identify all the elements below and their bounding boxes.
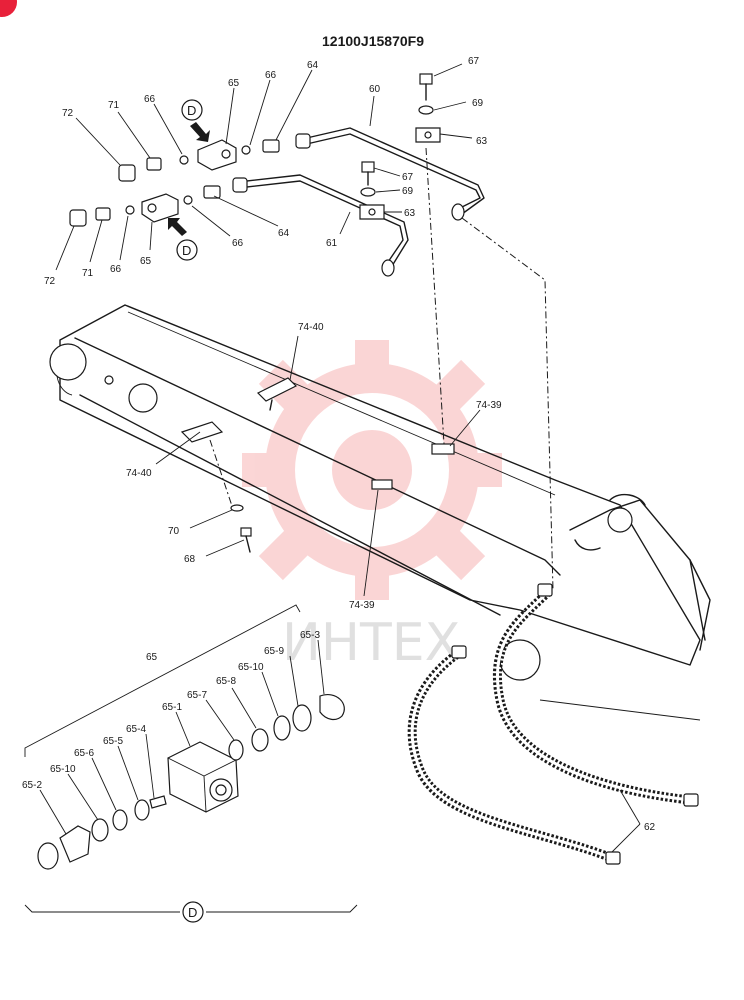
label-66-lower-left: 66 bbox=[110, 264, 122, 275]
label-74-40-upper: 74-40 bbox=[298, 322, 324, 333]
clamp-74-40-upper bbox=[256, 377, 298, 411]
detail-d-assembly: D bbox=[24, 604, 358, 923]
label-65-lower: 65 bbox=[140, 256, 152, 267]
label-63-lower: 63 bbox=[404, 208, 416, 219]
label-67-lower: 67 bbox=[402, 172, 414, 183]
view-d-letter-upper: D bbox=[187, 103, 196, 118]
label-66-upper-left: 66 bbox=[144, 94, 156, 105]
bolt-68 bbox=[240, 527, 252, 553]
arrow-view-d-upper bbox=[190, 122, 210, 142]
label-65-3: 65-3 bbox=[300, 630, 320, 641]
clamp-74-40-lower bbox=[180, 421, 224, 443]
o-ring-66-lower-left bbox=[125, 205, 135, 215]
view-d-letter-detail: D bbox=[188, 905, 197, 920]
label-74-40-lower: 74-40 bbox=[126, 468, 152, 479]
leader-lines bbox=[39, 63, 641, 853]
label-67-upper: 67 bbox=[468, 56, 480, 67]
pipe-61 bbox=[232, 174, 409, 277]
o-ring-66-upper-left bbox=[179, 155, 189, 165]
pipe-60 bbox=[295, 127, 485, 221]
label-68: 68 bbox=[184, 554, 196, 565]
o-ring-66-lower-right bbox=[183, 195, 193, 205]
hose-62 bbox=[407, 583, 699, 865]
label-61: 61 bbox=[326, 238, 338, 249]
adapter-71-upper bbox=[146, 157, 162, 171]
adapter-71-lower bbox=[95, 207, 111, 221]
label-63-upper: 63 bbox=[476, 136, 488, 147]
washer-70 bbox=[230, 504, 244, 512]
label-65-7: 65-7 bbox=[187, 690, 207, 701]
watermark-text: ИНТЕХ bbox=[282, 613, 460, 673]
view-d-marker-lower bbox=[176, 239, 198, 261]
block-65-lower bbox=[141, 193, 179, 223]
label-72-lower: 72 bbox=[44, 276, 56, 287]
label-70: 70 bbox=[168, 526, 180, 537]
label-64-lower: 64 bbox=[278, 228, 290, 239]
guide-lines bbox=[209, 147, 554, 591]
label-74-39-lower: 74-39 bbox=[349, 600, 375, 611]
corner-badge[interactable] bbox=[0, 0, 17, 17]
o-ring-66-upper-right bbox=[241, 145, 251, 155]
label-74-39-upper: 74-39 bbox=[476, 400, 502, 411]
label-71-lower: 71 bbox=[82, 268, 94, 279]
adapter-64-upper bbox=[262, 139, 280, 153]
clamp-74-39-lower bbox=[371, 479, 393, 490]
label-65-1: 65-1 bbox=[162, 702, 182, 713]
washer-69-lower bbox=[360, 187, 376, 197]
nut-72-upper bbox=[118, 164, 136, 182]
label-66-lower-right: 66 bbox=[232, 238, 244, 249]
label-65-6: 65-6 bbox=[74, 748, 94, 759]
label-69-upper: 69 bbox=[472, 98, 484, 109]
adapter-64-lower bbox=[203, 185, 221, 199]
label-65-5: 65-5 bbox=[103, 736, 123, 747]
part-labels: 60 64 66 65 66 71 72 67 69 63 67 69 63 6… bbox=[22, 56, 656, 833]
label-65-4: 65-4 bbox=[126, 724, 146, 735]
nut-72-lower bbox=[69, 209, 87, 227]
arrow-view-d-lower bbox=[168, 218, 187, 236]
label-66-upper-right: 66 bbox=[265, 70, 277, 81]
washer-69-upper bbox=[418, 105, 434, 115]
fitting-row-upper bbox=[118, 139, 280, 182]
label-65-detail: 65 bbox=[146, 652, 158, 663]
label-64-upper: 64 bbox=[307, 60, 319, 71]
watermark-logo bbox=[242, 340, 502, 600]
clamp-74-39-upper bbox=[431, 443, 455, 455]
label-65-8: 65-8 bbox=[216, 676, 236, 687]
bolt-67-upper bbox=[419, 73, 433, 101]
clamp-63-upper bbox=[415, 127, 441, 143]
label-65-10-left: 65-10 bbox=[50, 764, 76, 775]
view-d-marker-upper bbox=[181, 99, 203, 121]
label-65-9: 65-9 bbox=[264, 646, 284, 657]
drawing-number: 12100J15870F9 bbox=[322, 33, 424, 49]
label-65-10-right: 65-10 bbox=[238, 662, 264, 673]
label-60: 60 bbox=[369, 84, 381, 95]
label-71-upper: 71 bbox=[108, 100, 120, 111]
fitting-row-lower bbox=[69, 185, 221, 227]
view-d-letter-lower: D bbox=[182, 243, 191, 258]
label-69-lower: 69 bbox=[402, 186, 414, 197]
boom-arm bbox=[49, 304, 711, 721]
label-62: 62 bbox=[644, 822, 656, 833]
block-65-upper bbox=[197, 139, 237, 171]
label-72-upper: 72 bbox=[62, 108, 74, 119]
bolt-67-lower bbox=[361, 161, 375, 186]
clamp-63-lower bbox=[359, 204, 385, 220]
label-65-upper: 65 bbox=[228, 78, 240, 89]
label-65-2: 65-2 bbox=[22, 780, 42, 791]
